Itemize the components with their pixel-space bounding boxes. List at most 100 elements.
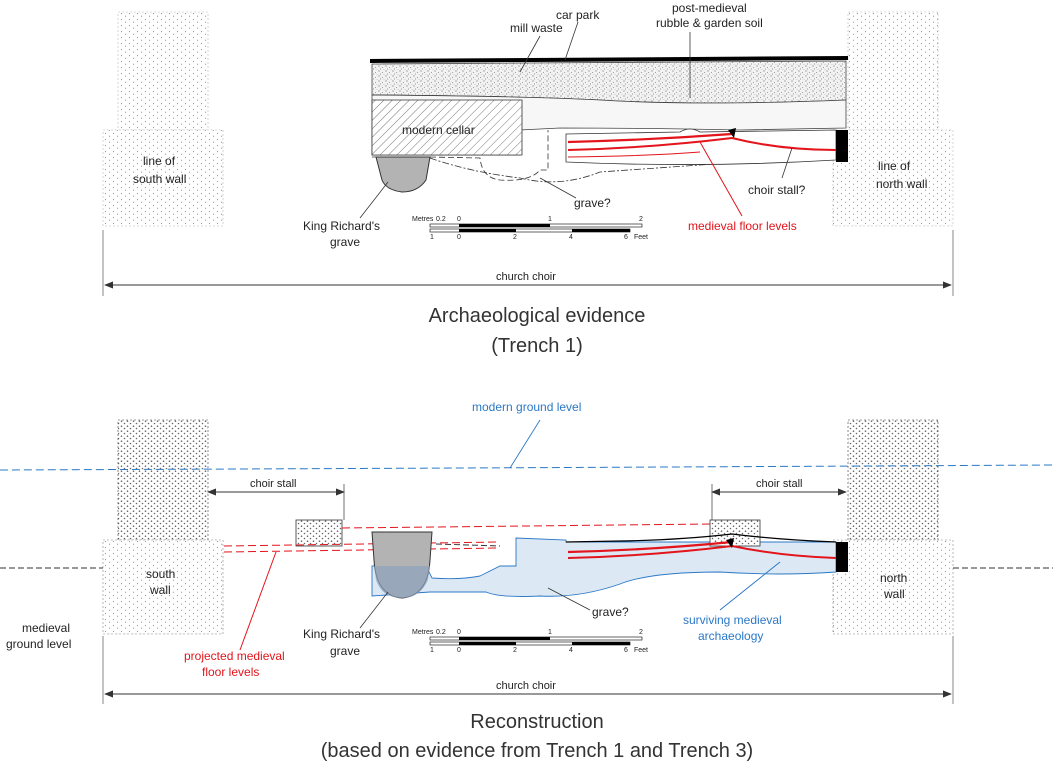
mill-waste-leader (519, 35, 541, 73)
king-richard-grave (375, 156, 431, 193)
north-wall-foot-recon (836, 542, 848, 572)
label-surviving-2: archaeology (698, 629, 763, 643)
king-grave-leader-recon (359, 591, 389, 629)
bottom-scale-bar: Metres 0.2 0 1 2 1 0 2 4 6 Feet (412, 629, 648, 654)
scale-f-tick-6: 6 (624, 234, 628, 241)
projected-leader (239, 551, 277, 651)
scale-m-tick-2-recon: 2 (639, 629, 643, 636)
scale-metres-label: Metres (412, 216, 434, 223)
cut-line-recon (435, 543, 501, 547)
label-choir-stall: choir stall? (748, 183, 806, 197)
label-king-richard-recon: King Richard's (303, 627, 380, 641)
cut-outline (372, 130, 549, 181)
scale-feet-label-recon: Feet (634, 647, 648, 654)
bottom-subtitle: (based on evidence from Trench 1 and Tre… (321, 740, 753, 762)
label-modern-ground: modern ground level (472, 400, 581, 414)
floor-marker-recon (726, 538, 734, 548)
label-car-park: car park (556, 8, 600, 22)
label-post-medieval: post-medieval (672, 1, 747, 15)
top-section: mill waste car park post-medieval rubble… (102, 1, 954, 357)
scale-f-tick-6-recon: 6 (624, 647, 628, 654)
choir-stall-leader (781, 147, 793, 179)
scale-f-tick-2: 2 (513, 234, 517, 241)
label-projected-1: projected medieval (184, 649, 285, 663)
modern-ground-line (0, 464, 1053, 471)
bottom-label-church-choir: church choir (496, 680, 556, 692)
grave-leader-recon (547, 587, 591, 611)
label-south-wall-recon-1: south (146, 567, 175, 581)
scale-m-tick-02-recon: 0.2 (436, 629, 446, 636)
label-south-wall-recon-2: wall (149, 583, 171, 597)
projected-floor-3 (341, 523, 711, 529)
label-king-grave: grave (330, 235, 360, 249)
label-south-wall-2: south wall (133, 172, 186, 186)
label-choir-stall-right: choir stall (756, 478, 802, 490)
car-park-leader (564, 21, 579, 61)
king-grave-overlap (374, 566, 430, 598)
bottom-section: choir stall choir stall modern ground le… (0, 400, 1053, 762)
left-choir-stall-block (295, 519, 343, 547)
label-king-richard: King Richard's (303, 219, 380, 233)
floor-level-2 (567, 136, 837, 151)
choir-stall-area (565, 128, 837, 165)
scale-f-tick-2-recon: 2 (513, 647, 517, 654)
floor-levels-leader (699, 141, 743, 217)
label-floor-levels: medieval floor levels (688, 219, 797, 233)
top-subtitle: (Trench 1) (491, 335, 583, 357)
modern-cellar (371, 99, 523, 156)
label-projected-2: floor levels (202, 665, 259, 679)
projected-floor-2 (223, 547, 501, 553)
label-king-grave-recon: grave (330, 644, 360, 658)
surviving-floor-1 (567, 540, 733, 554)
label-north-wall-recon-1: north (880, 571, 907, 585)
north-wall-foot (836, 130, 848, 162)
floor-top-line (565, 533, 837, 543)
bottom-north-wall (832, 419, 954, 635)
floor-level-3 (567, 151, 701, 158)
scale-m-tick-0-recon: 0 (457, 629, 461, 636)
label-modern-cellar: modern cellar (402, 123, 475, 137)
scale-f-tick-1: 1 (430, 234, 434, 241)
label-grave: grave? (574, 196, 611, 210)
floor-level-1 (567, 132, 733, 144)
scale-f-tick-0: 0 (457, 234, 461, 241)
bottom-south-wall (102, 419, 224, 635)
label-medieval-ground-2: ground level (6, 637, 71, 651)
right-choir-stall-block (709, 519, 761, 547)
top-scale-bar: Metres 0.2 0 1 2 1 0 2 4 6 Feet (412, 216, 648, 241)
bottom-title: Reconstruction (470, 711, 603, 733)
scale-m-tick-2: 2 (639, 216, 643, 223)
label-grave-recon: grave? (592, 605, 629, 619)
top-south-wall (102, 11, 224, 227)
grave-leader (539, 177, 577, 199)
label-north-wall-2: north wall (876, 177, 927, 191)
scale-f-tick-4: 4 (569, 234, 573, 241)
king-grave-leader (359, 181, 389, 219)
label-north-wall-1: line of (878, 159, 911, 173)
projected-floor-1 (223, 541, 501, 547)
surviving-leader (719, 561, 781, 611)
floor-marker (728, 128, 736, 138)
scale-m-tick-02: 0.2 (436, 216, 446, 223)
car-park-surface (369, 56, 849, 63)
top-label-church-choir: church choir (496, 271, 556, 283)
scale-f-tick-0-recon: 0 (457, 647, 461, 654)
label-north-wall-recon-2: wall (883, 587, 905, 601)
scale-f-tick-1-recon: 1 (430, 647, 434, 654)
label-rubble: rubble & garden soil (656, 16, 763, 30)
label-south-wall-1: line of (143, 154, 176, 168)
label-mill-waste: mill waste (510, 21, 563, 35)
modern-ground-leader (509, 419, 541, 469)
scale-feet-label: Feet (634, 234, 648, 241)
label-medieval-ground-1: medieval (22, 621, 70, 635)
label-choir-stall-left: choir stall (250, 478, 296, 490)
surviving-archaeology (371, 537, 837, 597)
scale-m-tick-1-recon: 1 (548, 629, 552, 636)
scale-m-tick-1: 1 (548, 216, 552, 223)
label-surviving-1: surviving medieval (683, 613, 782, 627)
top-title: Archaeological evidence (429, 305, 646, 327)
scale-metres-label-recon: Metres (412, 629, 434, 636)
top-north-wall (832, 11, 954, 227)
scale-m-tick-0: 0 (457, 216, 461, 223)
